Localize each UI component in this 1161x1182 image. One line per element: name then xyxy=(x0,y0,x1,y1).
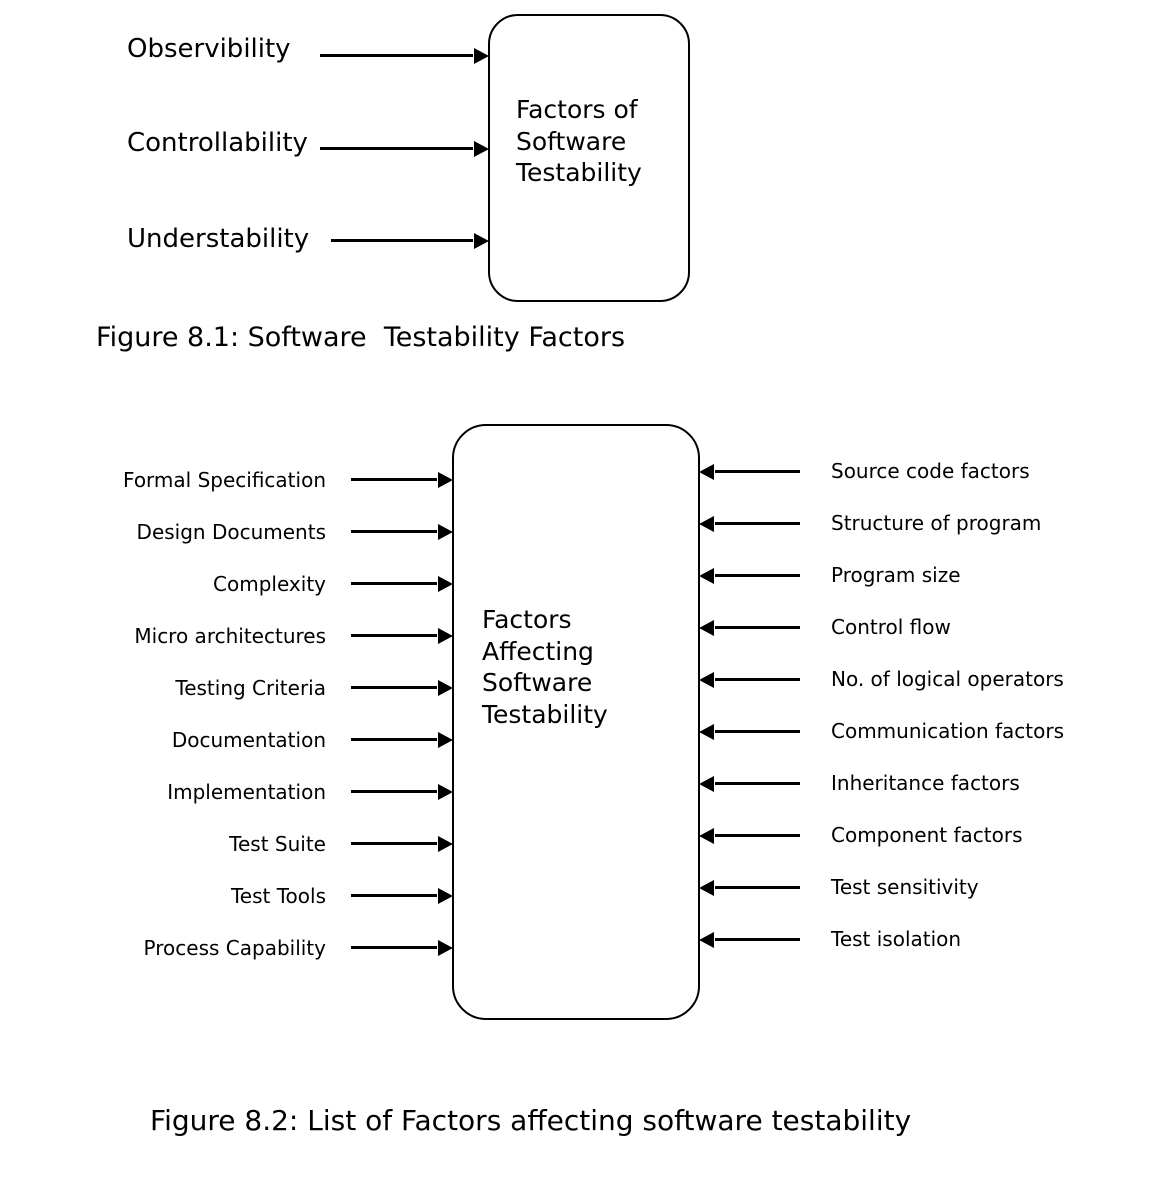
figure-8-2-right-label-source-code-factors: Source code factors xyxy=(831,459,1030,483)
figure-8-2-right-label-no-of-logical-operators: No. of logical operators xyxy=(831,667,1064,691)
figure-8-2-right-arrow-10 xyxy=(715,938,800,941)
figure-8-2-left-arrow-3 xyxy=(351,582,437,585)
figure-8-1-input-label-understability: Understability xyxy=(127,224,310,254)
figure-8-2-right-label-control-flow: Control flow xyxy=(831,615,951,639)
figure-8-2-right-arrow-7 xyxy=(715,782,800,785)
figure-8-2-left-arrow-7 xyxy=(351,790,437,793)
figure-8-1-central-box xyxy=(488,14,690,302)
figure-8-2-left-arrow-1 xyxy=(351,478,437,481)
figure-8-2-left-label-documentation: Documentation xyxy=(171,728,326,752)
figure-8-2-left-arrow-9 xyxy=(351,894,437,897)
figure-8-2-left-label-design-documents: Design Documents xyxy=(136,520,326,544)
figure-8-2-right-arrow-6 xyxy=(715,730,800,733)
figure-8-2-left-label-test-tools: Test Tools xyxy=(230,884,326,908)
figure-8-2-right-label-test-sensitivity: Test sensitivity xyxy=(831,875,979,899)
figure-8-2-left-arrow-8 xyxy=(351,842,437,845)
figure-8-2-right-arrow-5 xyxy=(715,678,800,681)
figure-8-2-left-label-implementation: Implementation xyxy=(167,780,326,804)
figure-8-2-left-label-micro-architectures: Micro architectures xyxy=(134,624,326,648)
figure-8-2-left-label-test-suite: Test Suite xyxy=(229,832,326,856)
figure-8-1-input-label-observibility: Observibility xyxy=(127,34,291,64)
figure-8-2-left-arrow-5 xyxy=(351,686,437,689)
figure-8-2-left-label-testing-criteria: Testing Criteria xyxy=(175,676,326,700)
figure-8-1-arrow-observibility xyxy=(320,54,473,57)
figure-8-2-right-label-program-size: Program size xyxy=(831,563,961,587)
figure-8-2-right-label-test-isolation: Test isolation xyxy=(831,927,962,951)
figure-8-2-left-arrow-4 xyxy=(351,634,437,637)
figure-8-2-right-arrow-8 xyxy=(715,834,800,837)
figure-8-2-right-label-component-factors: Component factors xyxy=(831,823,1023,847)
figure-8-1-arrow-controllability xyxy=(320,147,473,150)
figure-8-2-left-arrow-2 xyxy=(351,530,437,533)
figure-8-2-left-label-process-capability: Process Capability xyxy=(143,936,326,960)
figure-8-2-right-arrow-1 xyxy=(715,470,800,473)
figure-8-2-right-label-inheritance-factors: Inheritance factors xyxy=(831,771,1020,795)
figure-8-2-right-label-structure-of-program: Structure of program xyxy=(831,511,1042,535)
figure-8-2-left-label-complexity: Complexity xyxy=(213,572,326,596)
figure-8-2-caption: Figure 8.2: List of Factors affecting so… xyxy=(150,1104,912,1137)
figure-8-2-box-label: Factors Affecting Software Testability xyxy=(482,605,608,729)
figure-8-1-box-label: Factors of Software Testability xyxy=(516,95,642,187)
figure-8-2-left-arrow-10 xyxy=(351,946,437,949)
figure-8-2-right-arrow-4 xyxy=(715,626,800,629)
figure-8-2-left-arrow-6 xyxy=(351,738,437,741)
figure-8-2-right-label-communication-factors: Communication factors xyxy=(831,719,1065,743)
figure-8-2-left-label-formal-specification: Formal Specification xyxy=(123,468,326,492)
figure-8-1-input-label-controllability: Controllability xyxy=(127,128,308,158)
figure-8-2-right-arrow-9 xyxy=(715,886,800,889)
figure-8-2-right-arrow-2 xyxy=(715,522,800,525)
figure-8-2-right-arrow-3 xyxy=(715,574,800,577)
figure-8-1-caption: Figure 8.1: Software Testability Factors xyxy=(96,322,626,353)
figure-8-2-central-box xyxy=(452,424,700,1020)
figure-8-1-arrow-understability xyxy=(331,239,473,242)
